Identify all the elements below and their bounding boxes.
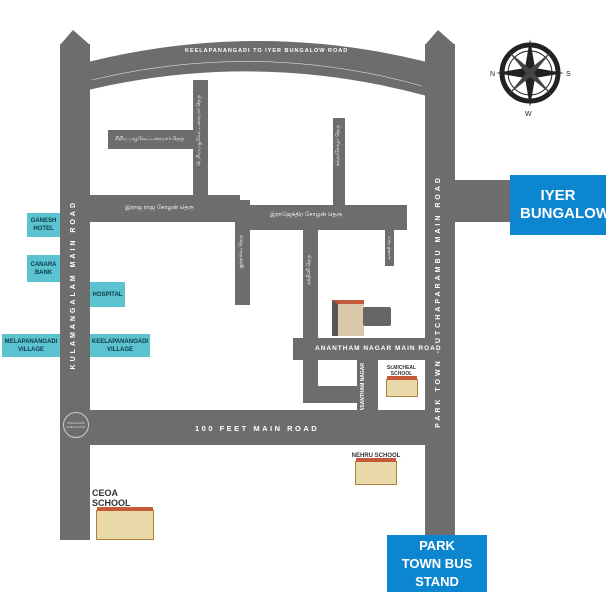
- school-building-icon: [385, 376, 418, 397]
- nehru-school: NEHRU SCHOOL: [350, 453, 402, 485]
- right-road-label: PARK TOWN - UTCHAPARAMBU MAIN ROAD: [435, 175, 442, 428]
- kundavai-street: [235, 200, 250, 305]
- svg-text:N: N: [490, 71, 495, 78]
- vanathi-street: [385, 228, 394, 266]
- kulamangalam-main-road: [60, 44, 90, 540]
- left-road-label: KULAMANGALAM MAIN ROAD: [70, 200, 77, 370]
- sundara-label: சுந்தரசோழர் தெரு: [335, 125, 341, 167]
- anantham-nagar-road: [293, 338, 425, 360]
- keelapanangadi-tag: KEELAPANANGADI VILLAGE: [90, 334, 150, 357]
- 100-feet-main-road: [90, 410, 425, 445]
- nandini-label: நந்தினி தெரு: [306, 255, 312, 285]
- project-sign-icon: [363, 307, 391, 326]
- rajendra-street: [235, 205, 407, 230]
- apartment-building-icon: [332, 300, 364, 336]
- canara-bank-tag: CANARA BANK: [27, 255, 60, 282]
- vasantham-nagar-road: [357, 360, 378, 415]
- kundavai-label: குந்தவை தெரு: [238, 235, 244, 269]
- school-building-icon: [96, 507, 154, 540]
- vasantham-link: [303, 386, 360, 403]
- vanathi-label: வானதி தெரு: [386, 236, 391, 260]
- rajaraja-label: இராஜ ராஜ சோழன் தெரு: [125, 205, 194, 211]
- park-town-bus-stand-label: PARK TOWN BUS STAND: [387, 535, 487, 592]
- nandini-street: [303, 228, 318, 340]
- vasantham-label: VASANTHAM NAGAR: [360, 363, 366, 415]
- melapanangadi-tag: MELAPANANGADI VILLAGE: [2, 334, 60, 357]
- svg-text:S: S: [566, 71, 571, 78]
- 100-feet-label: 100 FEET MAIN ROAD: [195, 424, 320, 433]
- periya-street: [193, 80, 208, 200]
- rajaraja-street: [90, 195, 240, 222]
- st-micheal-school: St.MICHEAL SCHOOL: [378, 365, 425, 397]
- school-building-icon: [355, 458, 397, 485]
- siriya-label: சிறிய பழுவேட்டரையார் தெரு: [115, 136, 185, 142]
- rajendra-label: இராஜேந்திர சோழன் தெரு: [270, 212, 343, 218]
- ganesh-hotel-tag: GANESH HOTEL: [27, 213, 60, 237]
- compass-rose-icon: N S W: [490, 39, 571, 118]
- right-main-road: [425, 44, 455, 540]
- ceoa-school: CEOA SCHOOL: [92, 488, 158, 540]
- anantham-label: ANANTHAM NAGAR MAIN ROAD: [315, 345, 442, 352]
- siriya-street: [108, 130, 196, 149]
- hospital-tag: HOSPITAL: [90, 282, 125, 307]
- iyer-road: [455, 180, 515, 222]
- top-arch-road: [60, 30, 455, 96]
- periya-label: பெரியபழுவேட்டரையார் தெரு: [196, 95, 202, 166]
- sundara-street: [333, 118, 345, 208]
- top-road-label: KEELAPANANGADI TO IYER BUNGALOW ROAD: [185, 48, 349, 54]
- svg-text:W: W: [525, 111, 532, 118]
- iyer-bungalow-label: IYER BUNGALOW: [510, 175, 610, 235]
- checkpost-marker: PANANGADI CHECK POST: [63, 412, 89, 438]
